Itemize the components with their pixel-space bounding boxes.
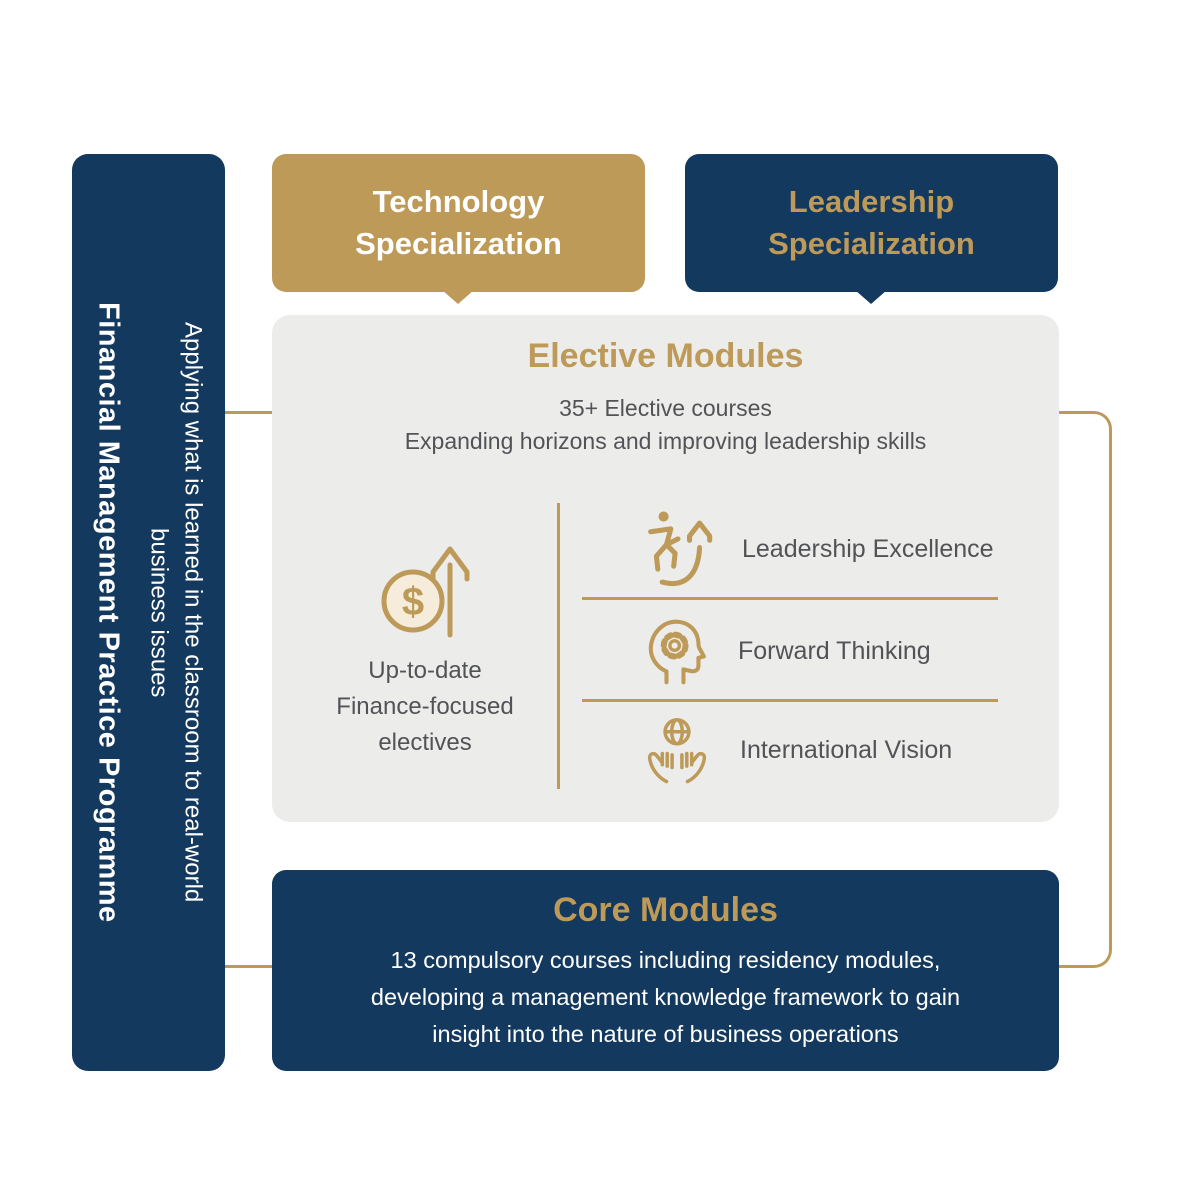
elective-description: Expanding horizons and improving leaders… <box>404 428 927 454</box>
elective-courses-count: 35+ Elective courses <box>559 395 772 421</box>
leadership-specialization-box: Leadership Specialization <box>685 154 1058 292</box>
finance-electives-line3: electives <box>378 729 472 756</box>
core-description-line3: insight into the nature of business oper… <box>432 1020 899 1047</box>
programme-subtitle-line2: business issues <box>145 527 173 698</box>
elective-modules-panel: Elective Modules 35+ Elective courses Ex… <box>272 315 1059 822</box>
connector-left-top <box>225 411 273 414</box>
leadership-pointer-tail <box>855 290 887 304</box>
programme-title: Financial Management Practice Programme <box>92 302 125 923</box>
core-modules-title: Core Modules <box>553 890 778 929</box>
list-item-label: Leadership Excellence <box>742 534 994 563</box>
core-description-line2: developing a management knowledge framew… <box>370 983 961 1010</box>
vertical-divider <box>557 503 560 789</box>
list-item-label: Forward Thinking <box>738 636 931 665</box>
technology-specialization-box: Technology Specialization <box>272 154 645 292</box>
core-modules-box: Core Modules 13 compulsory courses inclu… <box>272 870 1059 1071</box>
leader-growth-icon <box>642 507 714 591</box>
money-growth-icon: $ <box>376 531 476 651</box>
core-modules-description: 13 compulsory courses including residenc… <box>371 942 960 1053</box>
leadership-specialization-line1: Leadership <box>788 184 955 219</box>
row-divider <box>582 699 998 702</box>
list-item-label: International Vision <box>740 735 953 764</box>
row-divider <box>582 597 998 600</box>
core-description-line1: 13 compulsory courses including residenc… <box>390 946 941 973</box>
list-item-international-vision: International Vision <box>642 713 1042 787</box>
finance-electives-line2: Finance-focused <box>336 693 514 720</box>
technology-specialization-line1: Technology <box>372 184 545 219</box>
list-item-forward-thinking: Forward Thinking <box>642 611 1042 691</box>
mind-gear-icon <box>642 614 710 688</box>
technology-pointer-tail <box>442 290 474 304</box>
connector-left-bottom <box>225 965 273 968</box>
programme-sidebar: Financial Management Practice Programme … <box>72 154 225 1071</box>
list-item-leadership-excellence: Leadership Excellence <box>642 505 1042 593</box>
connector-right-bracket <box>1058 411 1112 968</box>
svg-text:$: $ <box>402 580 424 624</box>
elective-modules-title: Elective Modules <box>527 337 804 375</box>
finance-electives-line1: Up-to-date <box>368 657 482 684</box>
programme-subtitle: Applying what is learned in the classroo… <box>142 190 210 1035</box>
leadership-specialization-line2: Specialization <box>768 226 975 261</box>
technology-specialization-line2: Specialization <box>355 226 562 261</box>
globe-hands-icon <box>642 714 712 786</box>
finance-electives-caption: Up-to-date Finance-focused electives <box>272 653 578 761</box>
programme-subtitle-line1: Applying what is learned in the classroo… <box>179 322 207 903</box>
